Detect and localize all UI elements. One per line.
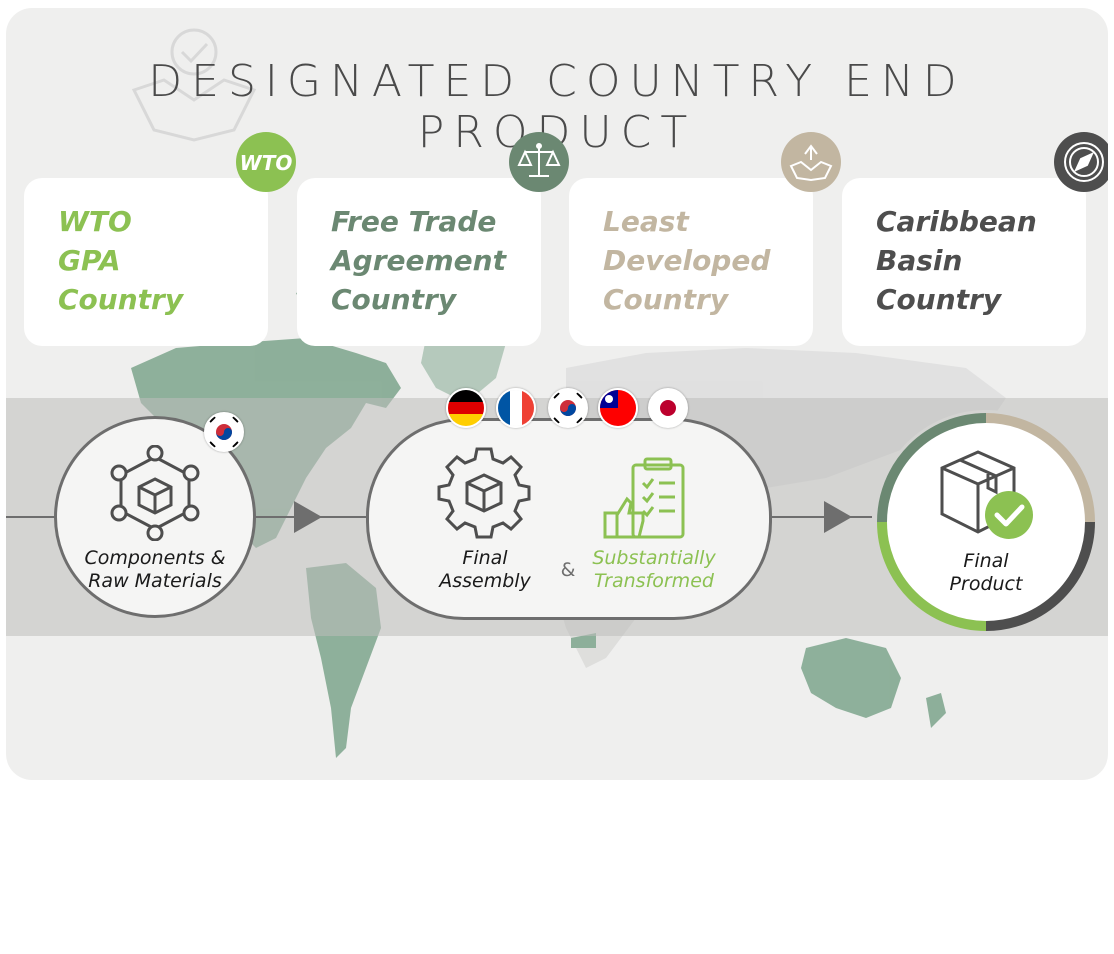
scales-icon [509, 132, 569, 192]
arrow-1 [294, 501, 322, 533]
card-free-trade: Free Trade Agreement Country [297, 132, 569, 346]
page-title: DESIGNATED COUNTRY END PRODUCT [148, 56, 966, 158]
gear-box-icon [437, 447, 531, 539]
card-label-wto: WTO GPA Country [58, 205, 184, 316]
assembly-node: Final Assembly & Substantially Transform… [366, 418, 772, 620]
svg-text:WTO: WTO [240, 151, 293, 175]
transformed-label: Substantially Transformed [592, 547, 716, 592]
card-caribbean-basin: Caribbean Basin Country [842, 132, 1108, 346]
flow-connectors [6, 501, 872, 533]
card-label-free-trade: Free Trade Agreement Country [331, 205, 506, 316]
infographic-panel: DESIGNATED COUNTRY END PRODUCT WTO GPA C… [6, 8, 1108, 780]
south-korea-flag [204, 412, 244, 452]
taiwan-flag [598, 388, 638, 428]
japan-flag [648, 388, 688, 428]
handshake-icon [781, 132, 841, 192]
germany-flag [446, 388, 486, 428]
card-least-developed: Least Developed Country [569, 132, 841, 346]
checkmark-icon [985, 491, 1033, 539]
assembly-label: Final Assembly [439, 547, 531, 592]
clipboard-thumbs-up-icon [603, 457, 685, 539]
arrow-2 [824, 501, 852, 533]
components-network-icon [110, 445, 200, 541]
card-label-least-developed: Least Developed Country [603, 205, 771, 316]
south-korea-flag-2 [548, 388, 588, 428]
components-label: Components & Raw Materials [84, 547, 226, 592]
final-product-ring [874, 410, 1098, 634]
card-wto-gpa: WTO GPA Country WTO [24, 132, 296, 346]
wto-logo-icon: WTO [236, 132, 296, 192]
compass-icon [1054, 132, 1108, 192]
handshake-check-watermark-icon [131, 28, 257, 142]
final-product-label: Final Product [949, 550, 1023, 595]
components-node: Components & Raw Materials [54, 416, 256, 618]
ampersand-label: & [560, 559, 576, 581]
france-flag [496, 388, 536, 428]
card-label-caribbean: Caribbean Basin Country [876, 205, 1037, 316]
